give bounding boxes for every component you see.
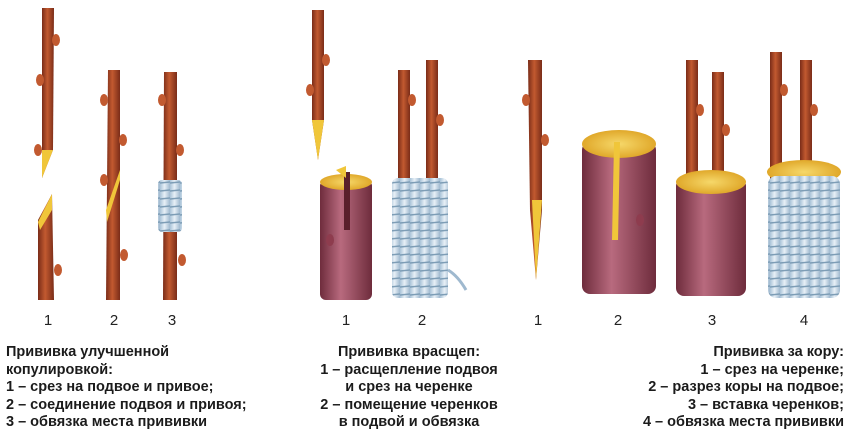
cleft-item-1: 1 – расщепление подвоя (320, 361, 498, 378)
bark-fig-4 (767, 52, 841, 298)
bark-num-1: 1 (533, 312, 543, 329)
copulation-fig-3 (158, 72, 186, 300)
copulation-item-3: 3 – обвязка места прививки (6, 414, 208, 430)
copulation-title-line-1: Прививка улучшенной (6, 344, 170, 360)
copulation-item-2: 2 – соединение подвоя и привоя; (6, 396, 247, 413)
bark-title: Прививка за кору: (713, 344, 844, 360)
bark-fig-1 (522, 60, 549, 280)
cleft-item-3: 2 – помещение черенков (320, 396, 498, 413)
cleft-num-1: 1 (341, 312, 351, 329)
cleft-fig-2 (392, 60, 468, 298)
grafting-illustration (34, 8, 841, 300)
bark-num-3: 3 (707, 312, 717, 329)
cleft-num-2: 2 (417, 312, 427, 329)
bark-fig-2 (582, 130, 656, 294)
cleft-item-4: в подвой и обвязка (338, 414, 480, 430)
copulation-num-3: 3 (167, 312, 177, 329)
copulation-title-line-2: копулировкой: (6, 361, 113, 378)
bark-num-2: 2 (613, 312, 623, 329)
cleft-item-2: и срез на черенке (345, 379, 473, 395)
bark-item-3: 3 – вставка черенков; (687, 396, 844, 413)
cleft-title: Прививка врасщеп: (337, 344, 481, 360)
copulation-num-2: 2 (109, 312, 119, 329)
copulation-fig-1 (34, 8, 62, 300)
cleft-fig-1 (306, 10, 372, 300)
copulation-num-1: 1 (43, 312, 53, 329)
copulation-item-1: 1 – срез на подвое и привое; (6, 379, 214, 395)
copulation-fig-2 (100, 70, 128, 300)
bark-fig-3 (676, 60, 746, 296)
bark-item-4: 4 – обвязка места прививки (642, 414, 844, 430)
copulation-caption: Прививка улучшенной копулировкой: 1 – ср… (6, 344, 247, 432)
bark-caption: Прививка за кору: 1 – срез на черенке; 2… (643, 344, 844, 432)
cleft-caption: Прививка врасщеп: 1 – расщепление подвоя… (304, 344, 514, 432)
bark-item-2: 2 – разрез коры на подвое; (648, 379, 844, 395)
bark-item-1: 1 – срез на черенке; (700, 361, 844, 378)
bark-num-4: 4 (799, 312, 809, 329)
